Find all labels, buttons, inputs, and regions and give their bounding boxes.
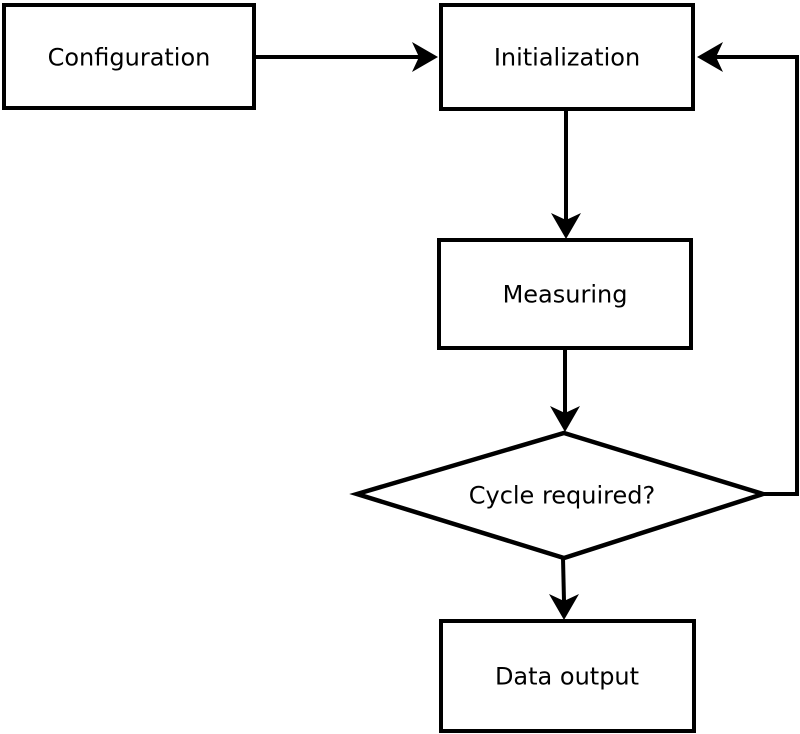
- arrowhead-down-icon: [551, 213, 581, 239]
- cycle-required-label: Cycle required?: [469, 481, 656, 509]
- edge-cycle-required-to-initialization-loop: [697, 42, 799, 496]
- arrowhead-right-icon: [412, 42, 438, 72]
- initialization-label: Initialization: [494, 43, 640, 71]
- arrowhead-down-icon: [550, 406, 580, 432]
- edge-cycle-required-to-data-output: [549, 557, 579, 620]
- node-measuring: Measuring: [437, 238, 693, 350]
- node-cycle-required: Cycle required?: [349, 430, 771, 561]
- configuration-label: Configuration: [48, 43, 211, 71]
- edge-measuring-to-cycle-required: [550, 348, 580, 432]
- initialization-box: [439, 3, 695, 111]
- arrowhead-left-icon: [697, 42, 723, 72]
- measuring-label: Measuring: [503, 280, 628, 308]
- node-data-output: Data output: [439, 619, 696, 733]
- cycle-required-diamond: [349, 430, 771, 561]
- node-configuration: Configuration: [2, 3, 256, 110]
- edge-line: [561, 557, 566, 602]
- measuring-box: [437, 238, 693, 350]
- data-output-label: Data output: [495, 662, 639, 690]
- edge-configuration-to-initialization: [255, 42, 438, 72]
- data-output-box: [439, 619, 696, 733]
- edge-line: [714, 55, 799, 496]
- edge-initialization-to-measuring: [551, 109, 581, 239]
- arrowhead-down-icon: [549, 594, 579, 620]
- configuration-box: [2, 3, 256, 110]
- node-initialization: Initialization: [439, 3, 695, 111]
